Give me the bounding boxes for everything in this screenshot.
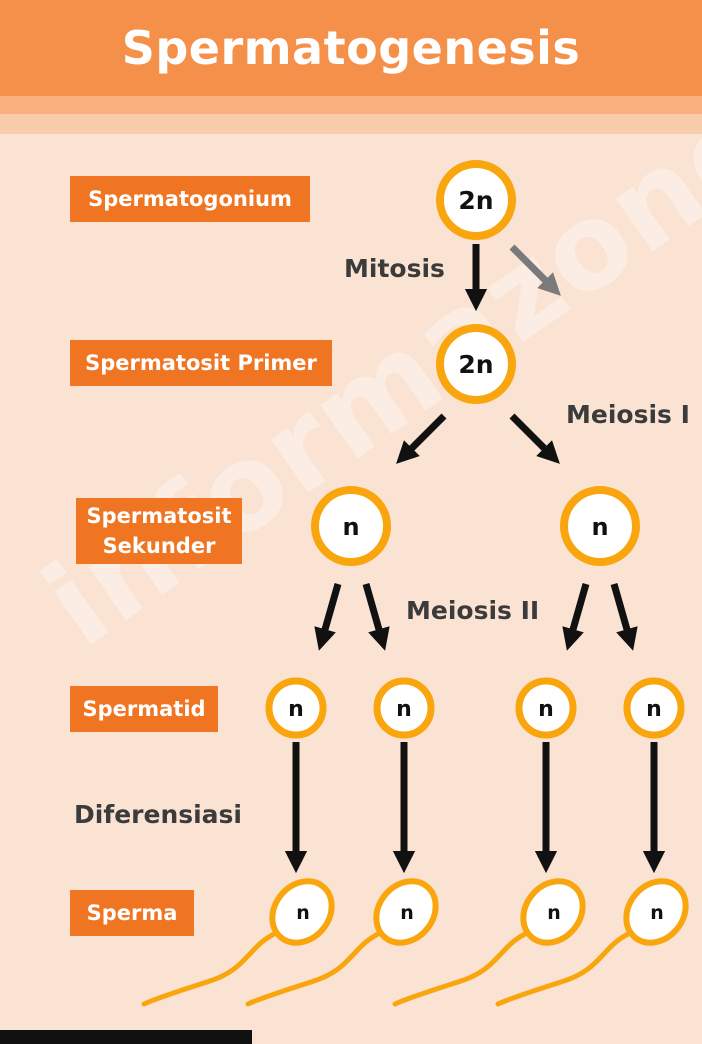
header-stripe-1 (0, 96, 702, 114)
arrow-meiosis2-1 (314, 583, 342, 651)
label-spermatosit-sekunder-line1: Spermatosit (86, 504, 232, 528)
cell-spermatogonium-label: 2n (458, 186, 493, 215)
cell-spermatid-2: n (373, 677, 435, 739)
label-spermatid-text: Spermatid (82, 696, 206, 721)
process-diferensiasi: Diferensiasi (74, 800, 243, 829)
cell-spermatid-1: n (265, 677, 327, 739)
arrow-meiosis2-4 (610, 583, 638, 651)
cell-spermatid-1-label: n (288, 697, 304, 722)
header-banner: Spermatogenesis (0, 0, 702, 96)
cell-primer-label: 2n (458, 350, 493, 379)
label-spermatosit-sekunder: Spermatosit Sekunder (76, 498, 242, 564)
cell-spermatosit-primer: 2n (436, 324, 516, 404)
sperm-3-label: n (547, 902, 561, 924)
sperm-4-label: n (650, 902, 664, 924)
cell-spermatid-4-label: n (646, 697, 662, 722)
sperm-1-label: n (296, 902, 310, 924)
arrow-meiosis1-right (509, 413, 560, 464)
label-sperma-text: Sperma (86, 900, 178, 925)
label-spermatosit-primer: Spermatosit Primer (70, 340, 332, 386)
label-spermatosit-sekunder-line2: Sekunder (102, 534, 216, 558)
process-meiosis-2: Meiosis II (406, 596, 540, 625)
cell-sekunder-left-label: n (342, 513, 359, 541)
arrows (284, 244, 666, 874)
cell-spermatid-2-label: n (396, 697, 412, 722)
process-mitosis: Mitosis (344, 254, 445, 283)
arrow-meiosis2-2 (362, 583, 390, 651)
label-spermatosit-primer-text: Spermatosit Primer (85, 350, 317, 375)
arrow-meiosis2-3 (562, 583, 590, 651)
label-sperma: Sperma (70, 890, 194, 936)
cell-spermatogonium: 2n (436, 160, 516, 240)
sperm-4: n (495, 878, 689, 1007)
arrow-mitosis-side (509, 244, 561, 296)
sperm-2: n (245, 878, 439, 1007)
cell-sekunder-right-label: n (591, 513, 608, 541)
sperm-2-label: n (400, 902, 414, 924)
cell-spermatid-4: n (623, 677, 685, 739)
label-spermatogonium: Spermatogonium (70, 176, 310, 222)
cell-spermatid-3-label: n (538, 697, 554, 722)
cell-sekunder-right: n (560, 486, 640, 566)
arrow-meiosis1-left (396, 413, 447, 464)
label-spermatid: Spermatid (70, 686, 218, 732)
sperm-1: n (141, 878, 335, 1007)
sperm-3: n (392, 878, 586, 1007)
cell-sekunder-left: n (311, 486, 391, 566)
bottom-bar (0, 1030, 252, 1044)
label-spermatogonium-text: Spermatogonium (88, 186, 292, 211)
process-meiosis-1: Meiosis I (566, 400, 690, 429)
header-stripe-2 (0, 114, 702, 134)
page-title: Spermatogenesis (121, 21, 581, 75)
cell-spermatid-3: n (515, 677, 577, 739)
